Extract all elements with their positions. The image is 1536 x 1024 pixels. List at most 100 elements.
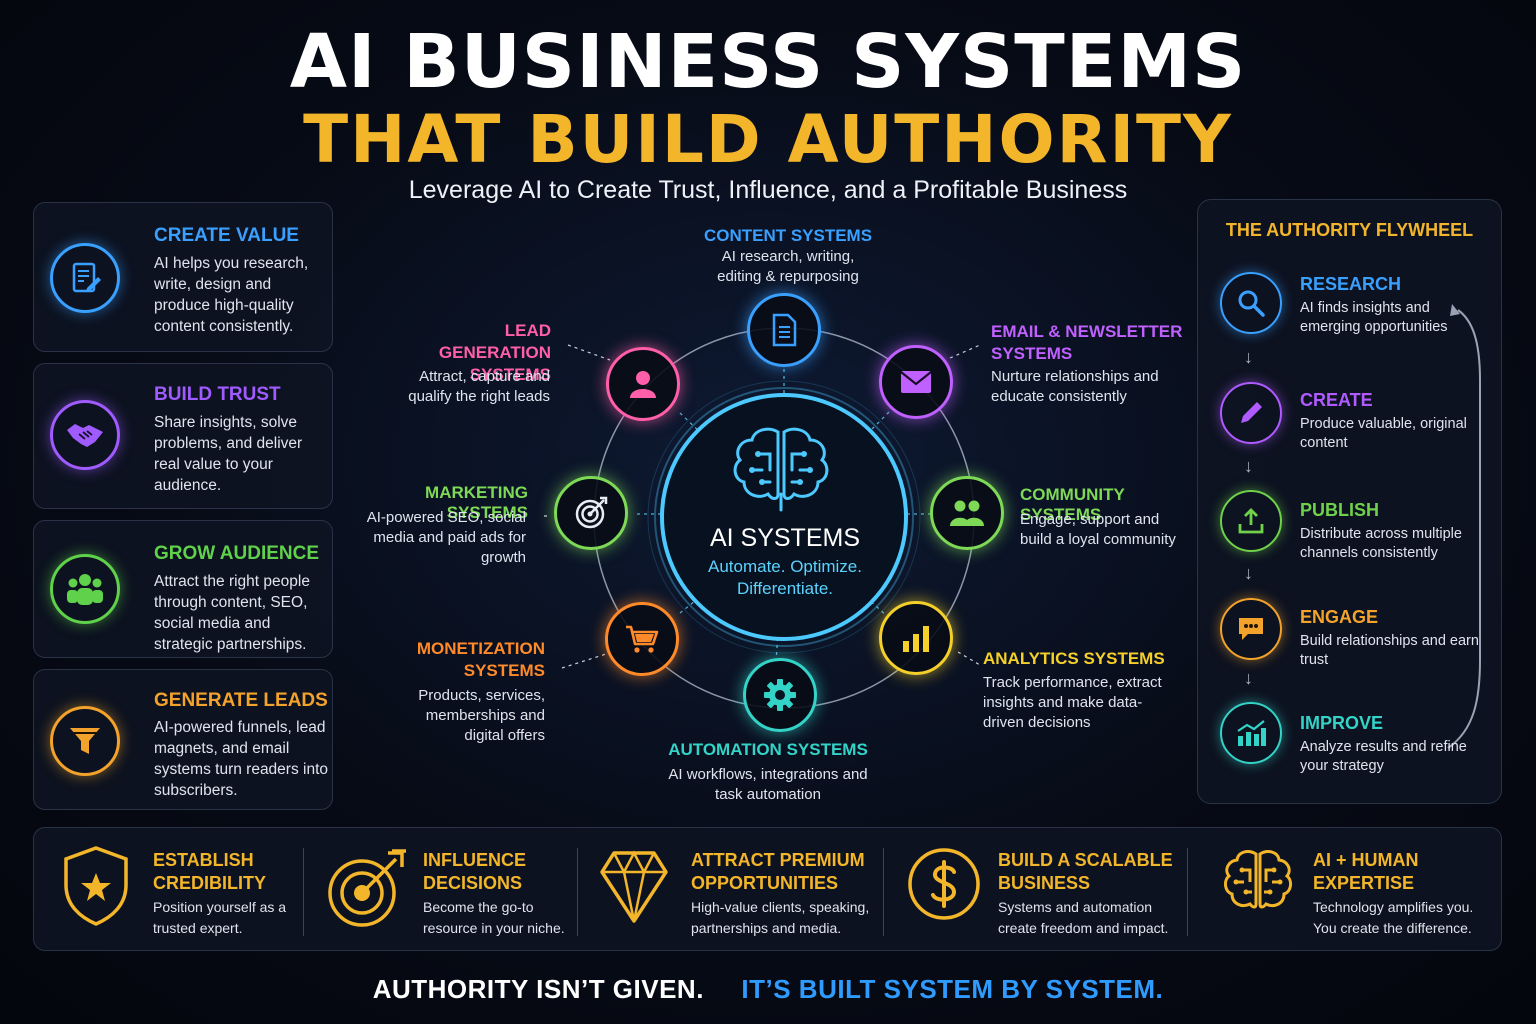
marketing-systems-node: [554, 476, 628, 550]
system-text: AI workflows, integrations and task auto…: [668, 766, 868, 803]
lead-generation-systems-node: [606, 347, 680, 421]
magnifier-icon: [1220, 272, 1282, 334]
analytics-systems-node: [879, 601, 953, 675]
outcome-title-line2: BUSINESS: [998, 873, 1091, 893]
envelope-icon: [900, 371, 932, 393]
system-title: EMAIL & NEWSLETTER SYSTEMS: [991, 322, 1183, 363]
system-text: Attract, capture and qualify the right l…: [408, 368, 550, 405]
benefit-card-build-trust: BUILD TRUST Share insights, solve proble…: [33, 363, 333, 509]
system-title: ANALYTICS SYSTEMS: [983, 649, 1165, 668]
system-text: AI-powered SEO, social media and paid ad…: [366, 509, 526, 566]
outcome-text-line2: create freedom and impact.: [998, 920, 1169, 936]
system-title: COMMUNITY SYSTEMS: [1020, 485, 1125, 524]
page-title-accent: THAT BUILD AUTHORITY: [303, 101, 1233, 178]
document-edit-icon: [50, 243, 120, 313]
step-text: Produce valuable, original content: [1300, 416, 1467, 451]
step-title: PUBLISH: [1300, 500, 1380, 520]
brain-circuit-icon: [728, 424, 834, 514]
outcome-text-line2: You create the difference.: [1313, 920, 1472, 936]
email-systems-node: [879, 345, 953, 419]
outcome-text-line2: partnerships and media.: [691, 920, 842, 936]
outcome-title-line2: EXPERTISE: [1313, 873, 1415, 893]
outcome-title-line1: AI + HUMAN: [1313, 850, 1419, 870]
arrow-down-icon: ↓: [1244, 347, 1253, 367]
outcome-title-line2: DECISIONS: [423, 873, 523, 893]
benefit-title: GENERATE LEADS: [154, 690, 328, 711]
hub-tagline: Automate. Optimize. Differentiate.: [660, 556, 910, 600]
pencil-icon: [1220, 382, 1282, 444]
system-text: AI research, writing, editing & repurpos…: [717, 248, 859, 285]
bar-chart-icon: [903, 626, 929, 652]
benefit-title: CREATE VALUE: [154, 225, 299, 246]
outcome-text-line2: resource in your niche.: [423, 920, 565, 936]
cycle-arrow-icon: [1447, 304, 1481, 749]
divider: [1187, 848, 1188, 936]
automation-systems-node: [743, 658, 817, 732]
outcome-title-line2: CREDIBILITY: [153, 873, 267, 893]
step-text: AI finds insights and emerging opportuni…: [1300, 300, 1448, 335]
target-icon: [575, 496, 608, 529]
systems-ring: [540, 327, 981, 709]
benefit-text: Share insights, solve problems, and deli…: [154, 414, 303, 494]
outcome-text-line1: Become the go-to: [423, 899, 534, 915]
handshake-icon: [50, 400, 120, 470]
funnel-icon: [50, 706, 120, 776]
page-subtitle: Leverage AI to Create Trust, Influence, …: [408, 176, 1128, 204]
chat-icon: [1220, 598, 1282, 660]
outcome-title-line1: BUILD A SCALABLE: [998, 850, 1173, 870]
step-title: ENGAGE: [1300, 607, 1379, 627]
step-title: IMPROVE: [1300, 713, 1384, 733]
outcome-text-line1: Technology amplifies you.: [1313, 899, 1474, 915]
target-arrow-icon: [326, 847, 408, 934]
divider: [883, 848, 884, 936]
benefit-text: Attract the right people through content…: [154, 573, 310, 653]
system-text: Nurture relationships and educate consis…: [991, 368, 1159, 405]
monetization-systems-node: [605, 602, 679, 676]
step-title: CREATE: [1300, 390, 1373, 410]
shield-star-icon: [62, 845, 130, 932]
hub-circle: [660, 393, 908, 641]
footer-part1: AUTHORITY ISN’T GIVEN.: [372, 974, 704, 1004]
outcome-title-line2: OPPORTUNITIES: [691, 873, 839, 893]
hub-title: AI SYSTEMS: [709, 524, 861, 552]
divider: [303, 848, 304, 936]
system-title: MARKETING SYSTEMS: [425, 483, 528, 522]
outcome-text-line1: Systems and automation: [998, 899, 1153, 915]
content-systems-node: [747, 293, 821, 367]
outcome-title-line1: INFLUENCE: [423, 850, 526, 870]
benefit-card-generate-leads: GENERATE LEADS AI-powered funnels, lead …: [33, 669, 333, 810]
arrow-down-icon: ↓: [1244, 563, 1253, 583]
system-text: Track performance, extract insights and …: [983, 674, 1162, 731]
outcome-text-line1: Position yourself as a: [153, 899, 287, 915]
system-title: MONETIZATION SYSTEMS: [416, 639, 545, 680]
hub-tagline-line2: Differentiate.: [736, 579, 834, 598]
hub-tagline-line1: Automate. Optimize.: [707, 557, 862, 576]
system-title: AUTOMATION SYSTEMS: [668, 740, 868, 759]
step-text: Distribute across multiple channels cons…: [1300, 526, 1462, 561]
gear-icon: [764, 679, 796, 711]
divider: [577, 848, 578, 936]
community-systems-node: [930, 476, 1004, 550]
document-icon: [772, 313, 797, 347]
growth-chart-icon: [1220, 702, 1282, 764]
dollar-icon: [906, 846, 982, 927]
footer-tagline: AUTHORITY ISN’T GIVEN. IT’S BUILT SYSTEM…: [0, 974, 1536, 1005]
benefit-title: GROW AUDIENCE: [154, 543, 320, 564]
diamond-icon: [600, 850, 668, 929]
arrow-down-icon: ↓: [1244, 668, 1253, 688]
system-text: Engage, support and build a loyal commun…: [1020, 511, 1176, 548]
user-icon: [630, 371, 656, 398]
outcome-title-line1: ATTRACT PREMIUM: [691, 850, 865, 870]
flywheel-title: THE AUTHORITY FLYWHEEL: [1225, 220, 1474, 240]
upload-icon: [1220, 490, 1282, 552]
system-title: LEAD GENERATION SYSTEMS: [438, 321, 551, 384]
benefit-text: AI helps you research, write, design and…: [154, 255, 309, 335]
system-text: Products, services, memberships and digi…: [418, 687, 545, 744]
benefit-card-grow-audience: GROW AUDIENCE Attract the right people t…: [33, 520, 333, 658]
step-title: RESEARCH: [1300, 274, 1402, 294]
outcome-text-line2: trusted expert.: [153, 920, 243, 936]
system-title: CONTENT SYSTEMS: [703, 226, 873, 245]
page-title: AI BUSINESS SYSTEMS: [289, 19, 1247, 105]
benefit-text: AI-powered funnels, lead magnets, and em…: [154, 719, 329, 799]
people-icon: [50, 554, 120, 624]
